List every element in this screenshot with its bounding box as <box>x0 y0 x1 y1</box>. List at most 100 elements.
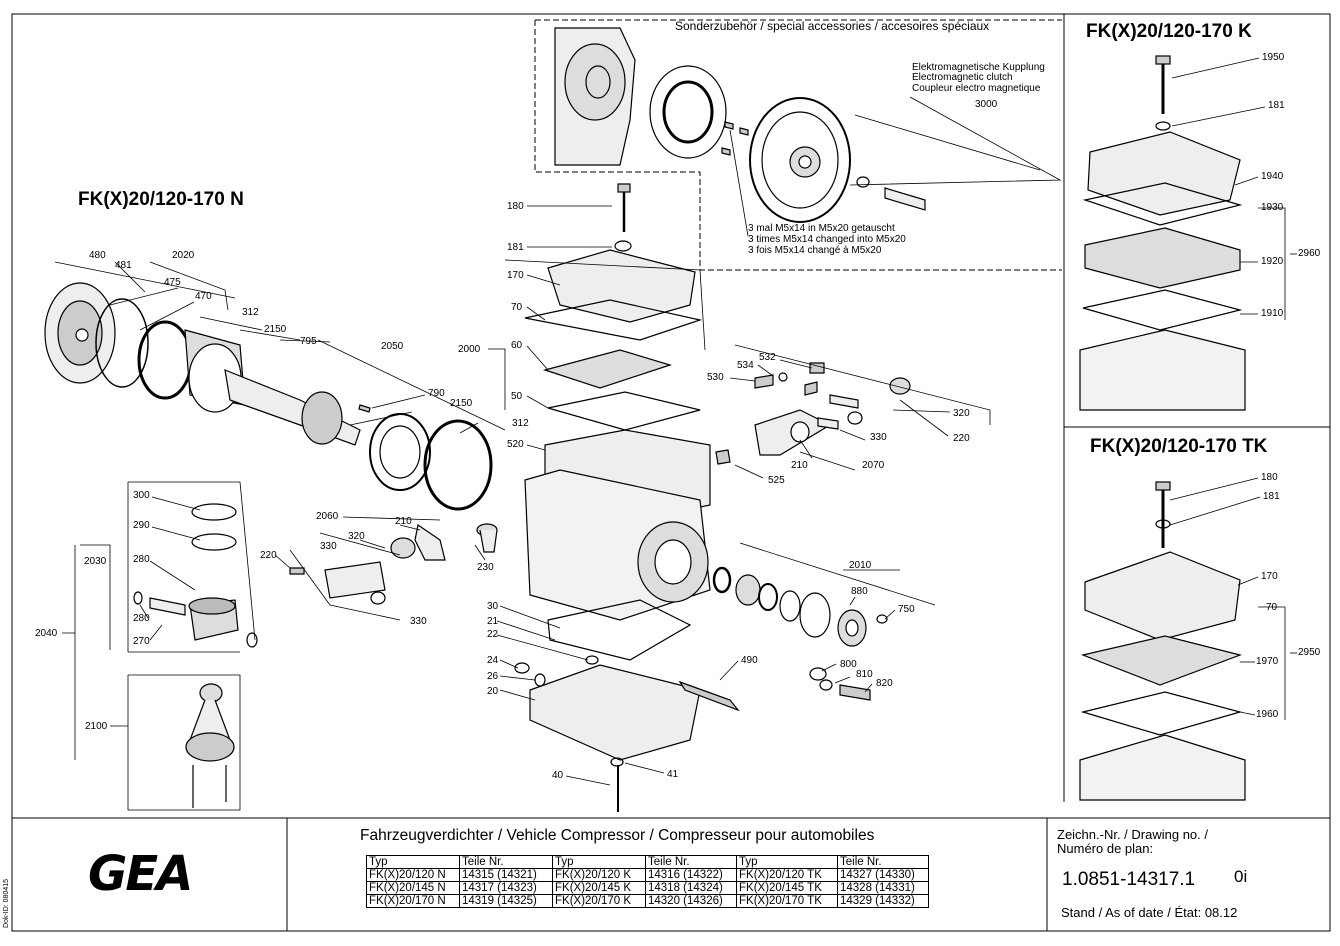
part-label: 1930 <box>1261 202 1284 213</box>
part-label: 330 <box>320 541 337 552</box>
piston-group <box>133 503 258 648</box>
table-cell: 14317 (14323) <box>459 881 553 895</box>
product-title: Fahrzeugverdichter / Vehicle Compressor … <box>360 827 875 844</box>
part-label: 880 <box>851 586 868 597</box>
table-cell: FK(X)20/145 N <box>366 881 460 895</box>
part-label: 70 <box>511 302 523 313</box>
accessories-dashed-box <box>534 20 1062 271</box>
table-cell: 14318 (14324) <box>645 881 737 895</box>
table-header-row: Typ Teile Nr. Typ Teile Nr. Typ Teile Nr… <box>366 855 929 869</box>
drawing-frame <box>11 13 1331 932</box>
column-header: Teile Nr. <box>459 855 553 869</box>
part-label: 2150 <box>264 324 287 335</box>
column-header: Typ <box>366 855 460 869</box>
table-cell: 14316 (14322) <box>645 868 737 882</box>
part-label: 220 <box>260 550 277 561</box>
column-header: Typ <box>552 855 646 869</box>
part-label: 22 <box>487 629 499 640</box>
table-cell: 14315 (14321) <box>459 868 553 882</box>
drawing-number-label: Zeichn.-Nr. / Drawing no. / <box>1057 827 1208 842</box>
part-label: 750 <box>898 604 915 615</box>
part-label: 170 <box>1261 571 1278 582</box>
part-label: 3000 <box>975 99 998 110</box>
table-cell: FK(X)20/120 K <box>552 868 646 882</box>
crankshaft-group <box>44 282 493 511</box>
table-cell: 14320 (14326) <box>645 894 737 908</box>
part-label: 290 <box>133 520 150 531</box>
part-label: 2070 <box>862 460 885 471</box>
n-variant-title: FK(X)20/120-170 N <box>78 189 244 210</box>
part-label: 534 <box>737 360 754 371</box>
compressor-body <box>514 183 711 812</box>
part-label: 2150 <box>450 398 473 409</box>
part-label: 2060 <box>316 511 339 522</box>
part-label: 180 <box>507 201 524 212</box>
column-header: Typ <box>736 855 838 869</box>
part-label: 26 <box>487 671 499 682</box>
tk-variant-head <box>1079 481 1246 801</box>
revision: 0i <box>1234 867 1248 886</box>
drawing-number-label-fr: Numéro de plan: <box>1057 841 1154 856</box>
table-cell: 14328 (14331) <box>837 881 929 895</box>
part-label: 525 <box>768 475 785 486</box>
part-label: 270 <box>133 636 150 647</box>
screw-note-fr: 3 fois M5x14 changé à M5x20 <box>748 245 882 256</box>
part-label: 312 <box>512 418 529 429</box>
table-cell: FK(X)20/145 TK <box>736 881 838 895</box>
part-label: 330 <box>870 432 887 443</box>
table-row: FK(X)20/145 N 14317 (14323) FK(X)20/145 … <box>366 881 929 895</box>
part-label: 810 <box>856 669 873 680</box>
table-cell: FK(X)20/120 TK <box>736 868 838 882</box>
part-label: 230 <box>477 562 494 573</box>
part-label: 2020 <box>172 250 195 261</box>
part-label: 280 <box>133 613 150 624</box>
part-label: 2000 <box>458 344 481 355</box>
part-label: 170 <box>507 270 524 281</box>
oil-pump-group <box>289 523 498 605</box>
part-label: 181 <box>1263 491 1280 502</box>
part-label: 2050 <box>381 341 404 352</box>
part-label: 2010 <box>849 560 872 571</box>
shaft-seal-group <box>678 566 888 712</box>
part-label: 2100 <box>85 721 108 732</box>
part-label: 1960 <box>1256 709 1279 720</box>
part-label: 50 <box>511 391 523 402</box>
part-label: 24 <box>487 655 499 666</box>
gea-logo: GEA <box>88 846 193 902</box>
part-label: 795 <box>300 336 317 347</box>
part-label: 2030 <box>84 556 107 567</box>
part-label: 800 <box>840 659 857 670</box>
screw-note-de: 3 mal M5x14 in M5x20 getauscht <box>748 223 895 234</box>
part-label: 1920 <box>1261 256 1284 267</box>
k-variant-title: FK(X)20/120-170 K <box>1086 21 1252 42</box>
part-label: 475 <box>164 277 181 288</box>
part-label: 1970 <box>1256 656 1279 667</box>
part-label: 1940 <box>1261 171 1284 182</box>
accessories-heading: Sonderzubehör / special accessories / ac… <box>675 19 990 33</box>
connecting-rod <box>185 683 235 808</box>
doc-id: Dok-ID: 080415 <box>3 878 10 928</box>
table-cell: 14327 (14330) <box>837 868 929 882</box>
part-label: 220 <box>953 433 970 444</box>
part-label: 300 <box>133 490 150 501</box>
clutch-note-de: Elektromagnetische Kupplung <box>912 62 1045 73</box>
drawing-number: 1.0851-14317.1 <box>1062 869 1196 890</box>
clutch-assembly <box>554 27 926 223</box>
part-label: 312 <box>242 307 259 318</box>
part-label: 70 <box>1266 602 1278 613</box>
table-cell: FK(X)20/170 TK <box>736 894 838 908</box>
part-label: 530 <box>707 372 724 383</box>
table-cell: FK(X)20/170 K <box>552 894 646 908</box>
part-label: 330 <box>410 616 427 627</box>
part-label: 210 <box>395 516 412 527</box>
part-label: 480 <box>89 250 106 261</box>
service-valve-group <box>715 362 911 465</box>
part-label: 532 <box>759 352 776 363</box>
part-label: 40 <box>552 770 564 781</box>
table-cell: 14329 (14332) <box>837 894 929 908</box>
part-label: 520 <box>507 439 524 450</box>
part-label: 20 <box>487 686 499 697</box>
tk-variant-title: FK(X)20/120-170 TK <box>1090 436 1268 457</box>
part-label: 320 <box>953 408 970 419</box>
